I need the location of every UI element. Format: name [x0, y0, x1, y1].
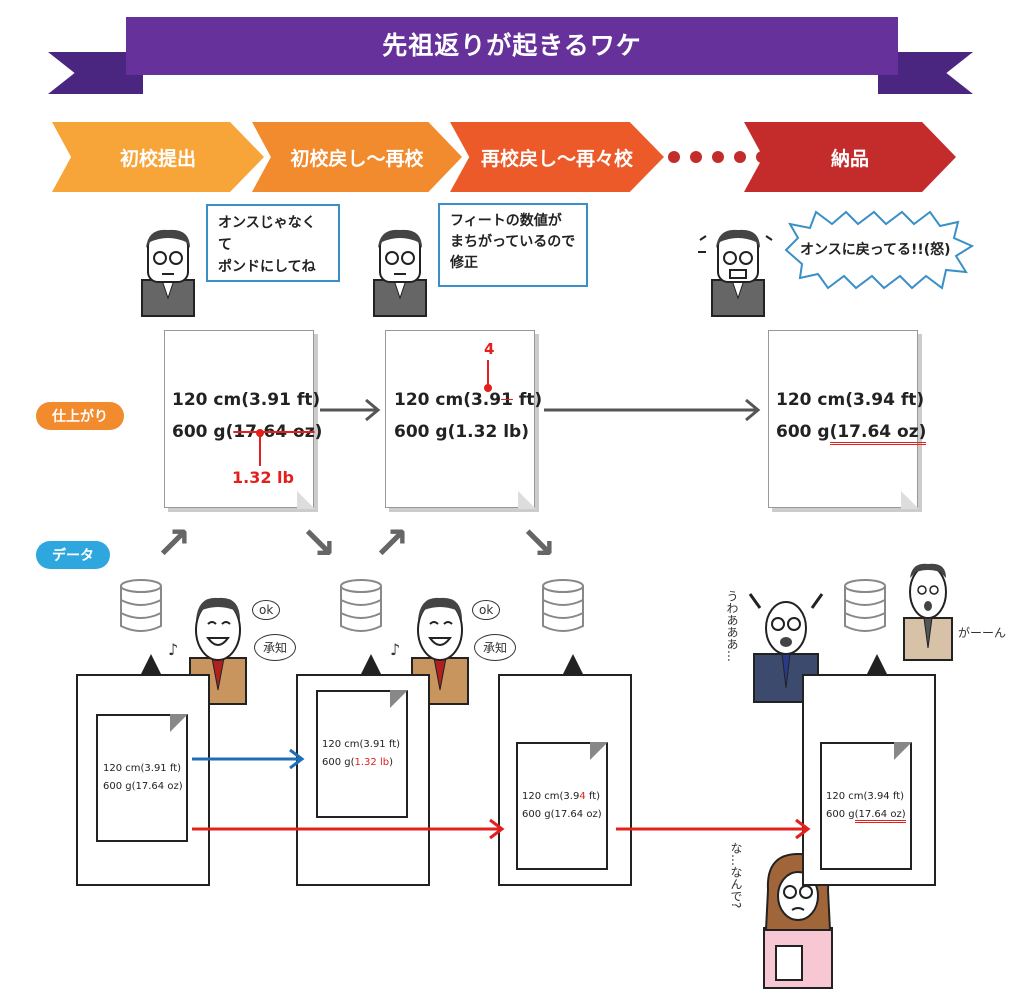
step-2: 初校戻し〜再校	[252, 122, 462, 192]
ack-bubble-2: 承知	[474, 634, 517, 661]
speech-bubble-2: フィートの数値が まちがっているので 修正	[438, 203, 588, 287]
flow-arrow-2	[544, 398, 761, 422]
music-note-icon: ♪	[168, 640, 179, 659]
step-4: 納品	[744, 122, 956, 192]
down-arrow-1: ↘	[300, 518, 337, 569]
shout-bubble	[784, 210, 975, 290]
data-doc-1-text: 120 cm(3.91 ft) 600 g(17.64 oz)	[103, 763, 183, 792]
down-arrow-2: ↘	[520, 518, 557, 569]
shocked-client-avatar	[903, 563, 953, 661]
proof-sheet-3-text: 120 cm(3.94 ft) 600 g(17.64 oz)	[776, 384, 927, 448]
proof-sheet-1	[164, 330, 315, 509]
finish-label: 仕上がり	[36, 402, 124, 430]
panic-text: うわあああ…	[725, 590, 739, 662]
red-data-arrow-2	[616, 818, 811, 840]
step-3: 再校戻し〜再々校	[450, 122, 664, 192]
data-doc-4	[820, 742, 912, 870]
proof-sheet-2	[385, 330, 536, 509]
step-1: 初校提出	[52, 122, 264, 192]
up-arrow-1: ↗	[155, 518, 192, 569]
data-doc-2-text: 120 cm(3.91 ft) 600 g(1.32 lb)	[322, 739, 401, 768]
client-avatar-1	[141, 229, 195, 317]
proof-sheet-1-text: 120 cm(3.91 ft) 600 g(17.64 oz)	[172, 390, 323, 442]
page-title: 先祖返りが起きるワケ	[126, 17, 898, 75]
ellipsis-dots	[668, 151, 768, 163]
client-avatar-2	[373, 229, 427, 317]
correction-text-1: 1.32 lb	[232, 468, 294, 487]
data-doc-4-text: 120 cm(3.94 ft) 600 g(17.64 oz)	[826, 788, 906, 824]
angry-client-avatar	[698, 229, 773, 317]
ok-bubble-2: ok	[472, 600, 501, 620]
data-doc-1	[96, 714, 188, 842]
data-doc-3	[516, 742, 608, 870]
music-note-icon-2: ♪	[390, 640, 401, 659]
ok-bubble-1: ok	[252, 600, 281, 620]
database-icon-3	[542, 579, 584, 632]
database-icon-1	[120, 579, 162, 632]
shout-text: オンスに戻ってる!!(怒)	[800, 242, 951, 258]
blue-data-arrow	[192, 748, 305, 770]
proof-sheet-3	[768, 330, 919, 509]
up-arrow-2: ↗	[373, 518, 410, 569]
correction-mark-2	[484, 360, 492, 392]
data-label: データ	[36, 541, 110, 569]
database-icon-4	[844, 579, 886, 632]
speech-bubble-1: オンスじゃなくて ポンドにしてね	[206, 204, 340, 282]
database-icon-2	[340, 579, 382, 632]
data-doc-3-text: 120 cm(3.94 ft) 600 g(17.64 oz)	[522, 791, 602, 820]
data-doc-2	[316, 690, 408, 818]
correction-mark-1	[256, 429, 264, 466]
flow-arrow-1	[320, 398, 381, 422]
ack-bubble-1: 承知	[254, 634, 297, 661]
confused-text: な…なんで?	[729, 842, 743, 909]
gaan-text: がーーん	[958, 626, 1007, 640]
correction-text-2: 4	[484, 340, 495, 358]
proof-sheet-2-text: 120 cm(3.91 ft) 600 g(1.32 lb)	[394, 390, 543, 442]
red-data-arrow-1	[192, 818, 505, 840]
